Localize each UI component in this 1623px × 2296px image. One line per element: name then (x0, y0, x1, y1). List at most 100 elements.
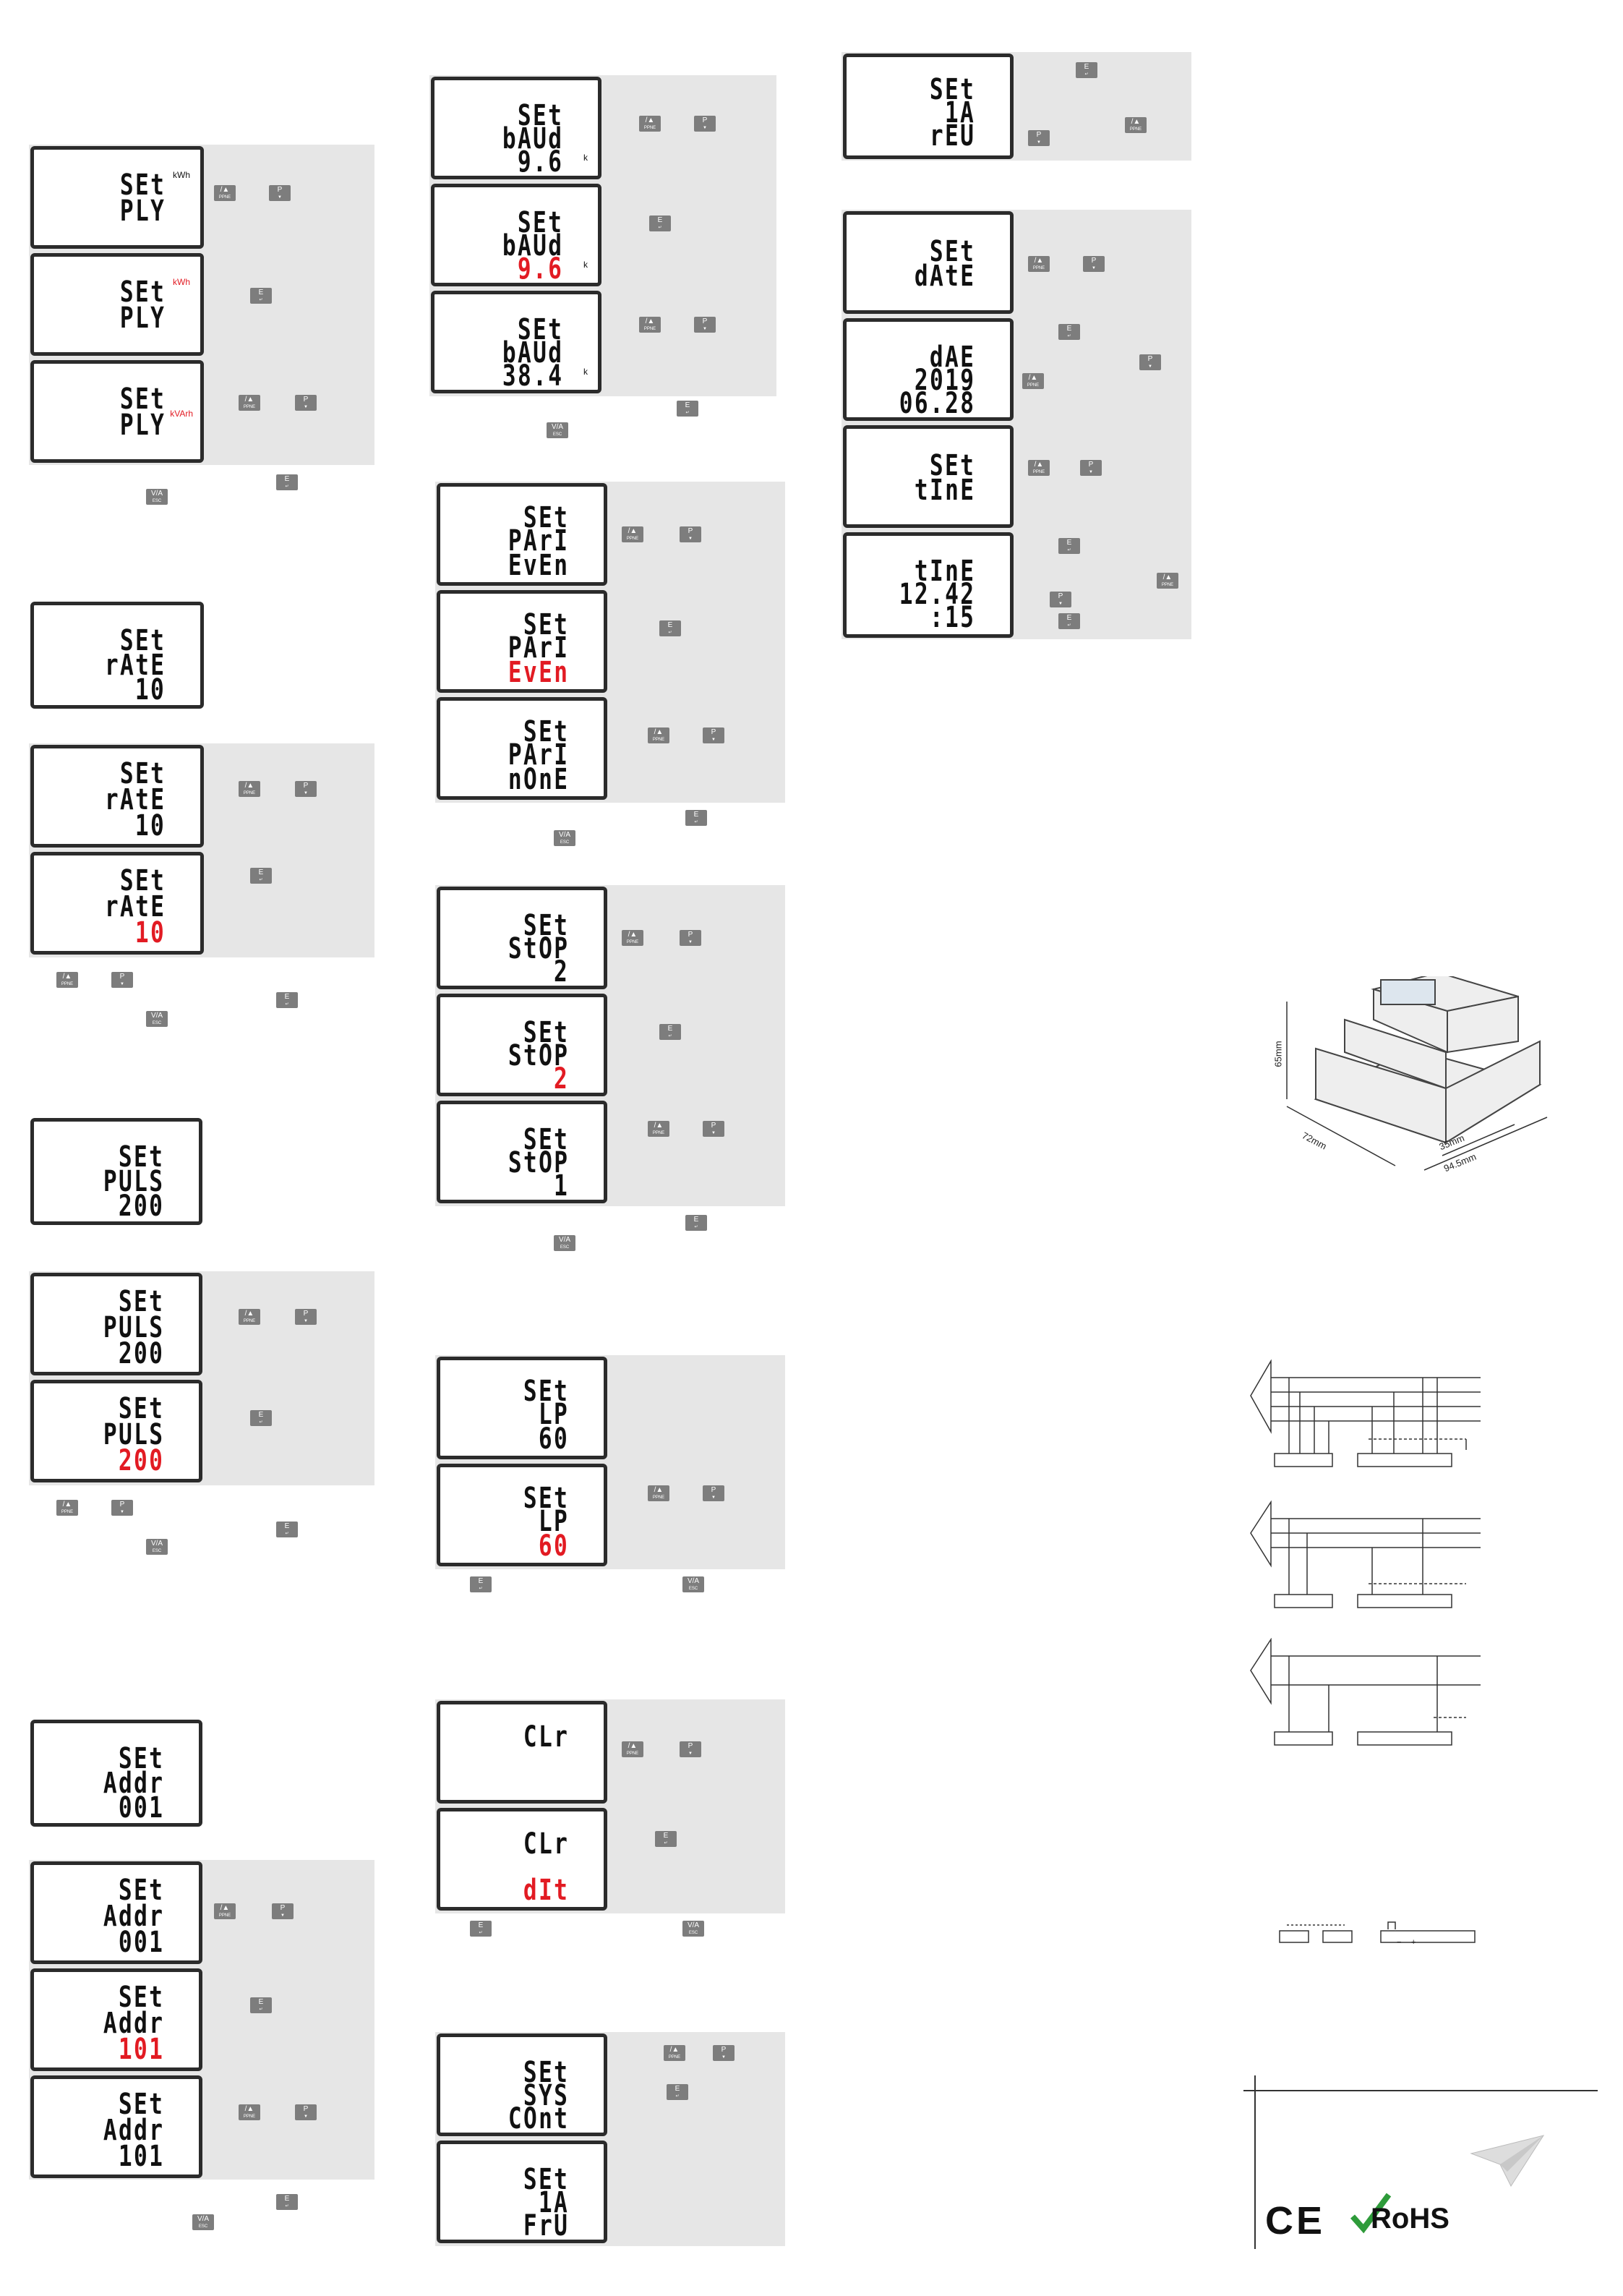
p-key[interactable]: P▼ (1050, 592, 1071, 607)
lcd-line-3: 9.6 (517, 252, 563, 286)
lcd-line-2: StOP (508, 932, 569, 965)
lcd-line-1: tInE (914, 555, 975, 588)
lcd-screen-baud-2: SEt bAUd 9.6 k (431, 184, 601, 286)
lcd-line-3: EvEn (508, 549, 569, 582)
enter-key[interactable]: E↵ (649, 215, 671, 231)
p-key[interactable]: P▼ (680, 1741, 701, 1757)
enter-key[interactable]: E↵ (250, 1410, 272, 1426)
up-key[interactable]: /▲PPNE (1022, 373, 1044, 389)
up-key[interactable]: /▲PPNE (622, 930, 643, 946)
p-key[interactable]: P▼ (694, 317, 716, 333)
enter-key[interactable]: E↵ (677, 401, 698, 417)
lcd-line-1: SEt (523, 1123, 569, 1156)
lcd-screen-parity-2: SEt PArI EvEn (437, 590, 607, 693)
enter-key[interactable]: E↵ (250, 868, 272, 884)
pulse-minus-label: − (1397, 1938, 1402, 1947)
up-key[interactable]: /▲PPNE (1125, 117, 1147, 133)
up-key[interactable]: /▲PPNE (56, 972, 78, 988)
up-key[interactable]: /▲PPNE (1157, 573, 1178, 589)
p-key[interactable]: P▼ (295, 395, 317, 411)
up-key[interactable]: /▲PPNE (648, 727, 669, 743)
p-key[interactable]: P▼ (111, 972, 133, 988)
p-key[interactable]: P▼ (272, 1903, 294, 1919)
up-key[interactable]: /▲PPNE (639, 317, 661, 333)
p-key[interactable]: P▼ (703, 1121, 724, 1137)
enter-key[interactable]: E↵ (276, 992, 298, 1008)
lcd-screen-rate-2: SEt rAtE 10 (30, 852, 204, 955)
p-key[interactable]: P▼ (1028, 130, 1050, 146)
lcd-screen-clear-1: CLr (437, 1701, 607, 1804)
p-key[interactable]: P▼ (111, 1500, 133, 1516)
lcd-screen-lp-2: SEt LP 60 (437, 1464, 607, 1566)
up-key[interactable]: /▲PPNE (664, 2045, 685, 2061)
p-key[interactable]: P▼ (703, 1485, 724, 1501)
up-key[interactable]: /▲PPNE (1028, 256, 1050, 272)
up-key[interactable]: /▲PPNE (56, 1500, 78, 1516)
lcd-screen-ply-1: SEt PLY kWh (30, 146, 204, 249)
lcd-screen-ply-2: SEt PLY kWh (30, 253, 204, 356)
enter-key[interactable]: E↵ (1058, 538, 1080, 554)
up-key[interactable]: /▲PPNE (214, 1903, 236, 1919)
up-key[interactable]: /▲PPNE (239, 2104, 260, 2120)
enter-key[interactable]: E↵ (659, 620, 681, 636)
lcd-screen-ply-3: SEt PLY kVArh (30, 360, 204, 463)
lcd-line-1: SEt (523, 1016, 569, 1049)
up-key[interactable]: /▲PPNE (1028, 460, 1050, 476)
p-key[interactable]: P▼ (269, 185, 291, 201)
p-key[interactable]: P▼ (703, 727, 724, 743)
up-key[interactable]: /▲PPNE (239, 395, 260, 411)
enter-key[interactable]: E↵ (470, 1576, 492, 1592)
enter-key[interactable]: E↵ (1058, 324, 1080, 340)
enter-key[interactable]: E↵ (250, 288, 272, 304)
enter-key[interactable]: E↵ (667, 2084, 688, 2100)
lcd-line-2: PULS (103, 1311, 164, 1344)
up-key[interactable]: /▲PPNE (622, 526, 643, 542)
up-key[interactable]: /▲PPNE (639, 116, 661, 132)
up-key[interactable]: /▲PPNE (214, 185, 236, 201)
p-key[interactable]: P▼ (295, 2104, 317, 2120)
enter-key[interactable]: E↵ (470, 1921, 492, 1937)
enter-key[interactable]: E↵ (659, 1024, 681, 1040)
lcd-line-1: SEt (118, 2088, 164, 2121)
enter-key[interactable]: E↵ (1058, 613, 1080, 629)
enter-key[interactable]: E↵ (1076, 62, 1097, 78)
lcd-screen-baud-1: SEt bAUd 9.6 k (431, 77, 601, 179)
p-key[interactable]: P▼ (713, 2045, 735, 2061)
p-key[interactable]: P▼ (1139, 354, 1161, 370)
lcd-unit: kWh (173, 277, 190, 287)
p-key[interactable]: P▼ (694, 116, 716, 132)
up-key[interactable]: /▲PPNE (622, 1741, 643, 1757)
up-key[interactable]: /▲PPNE (648, 1485, 669, 1501)
enter-key[interactable]: E↵ (250, 1997, 272, 2013)
lcd-line-1: dAE (929, 341, 975, 374)
lcd-line-1: SEt (119, 757, 166, 790)
enter-key[interactable]: E↵ (685, 1215, 707, 1231)
p-key[interactable]: P▼ (680, 930, 701, 946)
up-key[interactable]: /▲PPNE (648, 1121, 669, 1137)
p-key[interactable]: P▼ (295, 781, 317, 797)
enter-key[interactable]: E↵ (276, 474, 298, 490)
lcd-line-2: Addr (103, 1767, 164, 1800)
p-key[interactable]: P▼ (1083, 256, 1105, 272)
up-key[interactable]: /▲PPNE (239, 1309, 260, 1325)
enter-key[interactable]: E↵ (276, 2194, 298, 2210)
up-key[interactable]: /▲PPNE (239, 781, 260, 797)
p-key[interactable]: P▼ (295, 1309, 317, 1325)
lcd-line-2: dAtE (914, 260, 975, 293)
p-key[interactable]: P▼ (680, 526, 701, 542)
enter-key[interactable]: E↵ (685, 810, 707, 826)
enter-key[interactable]: E↵ (655, 1831, 677, 1847)
enter-key[interactable]: E↵ (276, 1522, 298, 1537)
lcd-screen-addr-2: SEt Addr 101 (30, 1968, 202, 2071)
p-key[interactable]: P▼ (1080, 460, 1102, 476)
lcd-screen-reverse: SEt 1A rEU (843, 54, 1014, 159)
